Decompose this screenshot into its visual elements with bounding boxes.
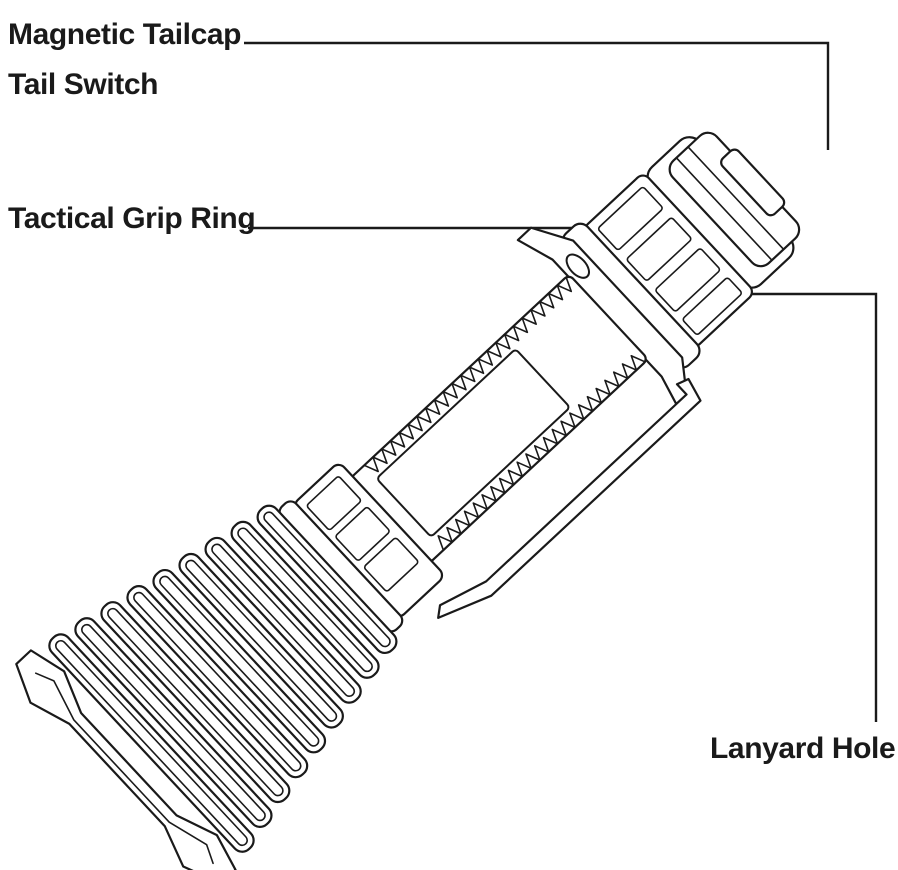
cooling-fin-edge [185,559,338,722]
thread-tooth [486,341,502,358]
thread-tooth [372,448,388,465]
head-fins [48,504,398,853]
thread-tooth [442,382,458,399]
thread-tooth [521,309,537,325]
cooling-fin-edge [81,623,266,822]
thread-tooth [586,395,603,412]
thread-tooth [459,366,476,383]
thread-tooth [503,325,520,342]
label-lanyard-hole: Lanyard Hole [710,732,895,765]
cooling-fin [178,552,344,729]
cooling-fin-edge [237,527,373,673]
thread-tooth [538,292,555,309]
cooling-fin [74,617,273,828]
cooling-fin [230,520,380,679]
cooling-fin [152,568,327,754]
cooling-fin [48,633,255,853]
cooling-fin [126,585,309,779]
thread-tooth [495,333,511,350]
thread-tooth [577,404,594,421]
tailcap [646,131,801,289]
thread-tooth [507,469,524,486]
thread-tooth [547,284,564,301]
thread-tooth [389,431,406,448]
thread-tooth [468,358,485,375]
thread-tooth [407,415,423,432]
thread-tooth [472,502,489,519]
cooling-fin-edge [159,575,320,747]
thread-tooth [463,510,480,527]
thread-tooth [454,518,471,535]
tail-knurl [561,174,753,369]
thread-tooth [477,349,494,366]
thread-tooth [498,477,515,494]
thread-tooth [604,379,620,396]
thread-tooth [451,374,467,391]
thread-tooth [481,494,497,511]
cooling-fin-edge [211,543,356,698]
thread-tooth [490,485,506,502]
cooling-fin-edge [107,607,284,797]
thread-tooth [621,363,638,380]
cooling-fin-edge [133,591,302,772]
label-magnetic-tailcap: Magnetic Tailcap [8,18,241,51]
cooling-fin-edge [54,639,248,847]
cooling-fin [256,504,398,655]
thread-tooth [437,535,453,551]
thread-tooth [512,317,529,334]
label-tail-switch: Tail Switch [8,68,158,101]
thread-tooth [446,526,462,543]
thread-tooth [530,300,546,317]
thread-tooth [542,436,559,453]
thread-tooth [416,407,432,424]
thread-tooth [381,439,397,456]
thread-tooth [433,390,450,407]
thread-tooth [556,276,573,293]
thread-tooth [551,428,568,445]
thread-tooth [363,456,379,473]
cooling-fin [100,601,291,804]
leader-lanyard-hole [682,292,878,722]
thread-tooth [533,445,550,461]
label-tactical-grip-ring: Tactical Grip Ring [8,202,255,235]
thread-tooth [595,387,611,404]
thread-tooth [560,420,576,437]
thread-tooth [569,412,585,429]
cooling-fin-edge [263,511,391,648]
thread-tooth [516,461,532,478]
thread-tooth [525,453,541,470]
thread-tooth [424,399,441,415]
body-threads [363,276,647,551]
leader-magnetic-tailcap [244,41,830,150]
cooling-fin [204,536,362,704]
thread-tooth [398,423,415,440]
thread-tooth [630,354,647,371]
pocket-clip [437,377,702,620]
thread-tooth [612,371,629,388]
